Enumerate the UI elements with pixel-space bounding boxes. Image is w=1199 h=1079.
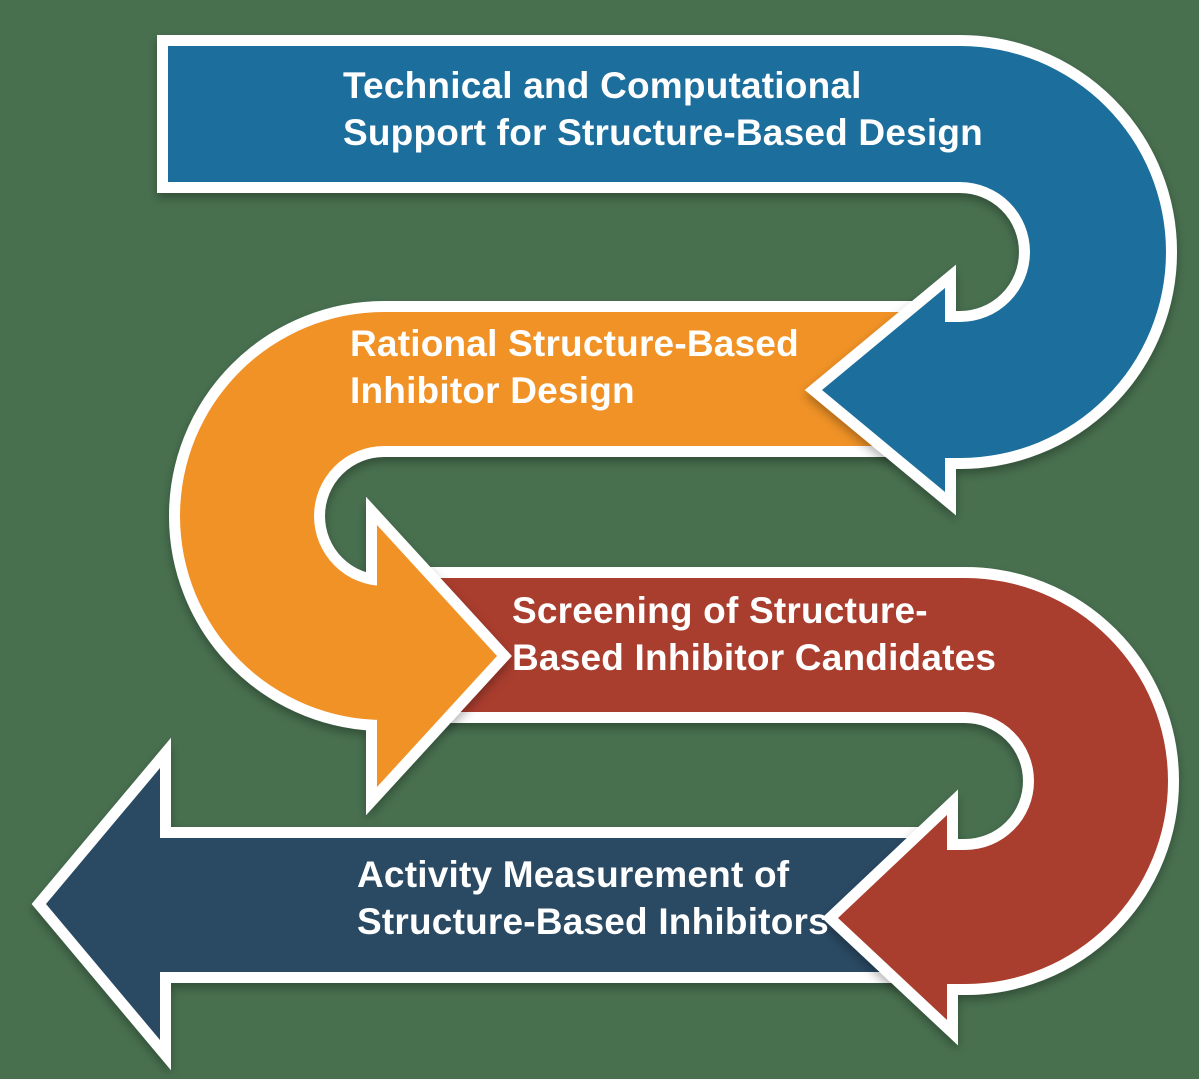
red-arrowhead: [838, 815, 947, 1020]
orange-arrow-band: [180, 312, 915, 720]
label-activity-measurement: Activity Measurement of Structure-Based …: [357, 851, 829, 945]
label-activity-measurement-line2: Structure-Based Inhibitors: [357, 901, 829, 942]
label-screening-line1: Screening of Structure-: [512, 590, 928, 631]
navy-arrowhead: [46, 768, 160, 1040]
label-technical-support: Technical and Computational Support for …: [343, 62, 983, 156]
red-arrow-band: [425, 578, 1168, 984]
arrow-technical-support: [157, 35, 1177, 516]
orange-arrowhead: [377, 525, 497, 787]
label-rational-design: Rational Structure-Based Inhibitor Desig…: [350, 320, 799, 414]
blue-arrow-band: [168, 46, 1166, 458]
label-screening-line2: Based Inhibitor Candidates: [512, 637, 997, 678]
blue-arrowhead: [822, 288, 945, 492]
label-technical-support-line1: Technical and Computational: [343, 65, 862, 106]
navy-arrow-band: [160, 838, 910, 972]
label-rational-design-line1: Rational Structure-Based: [350, 323, 799, 364]
label-activity-measurement-line1: Activity Measurement of: [357, 854, 790, 895]
arrow-screening: [414, 567, 1179, 1046]
label-rational-design-line2: Inhibitor Design: [350, 370, 635, 411]
label-screening: Screening of Structure- Based Inhibitor …: [512, 587, 996, 681]
arrow-rational-design: [169, 301, 926, 816]
label-technical-support-line2: Support for Structure-Based Design: [343, 112, 983, 153]
